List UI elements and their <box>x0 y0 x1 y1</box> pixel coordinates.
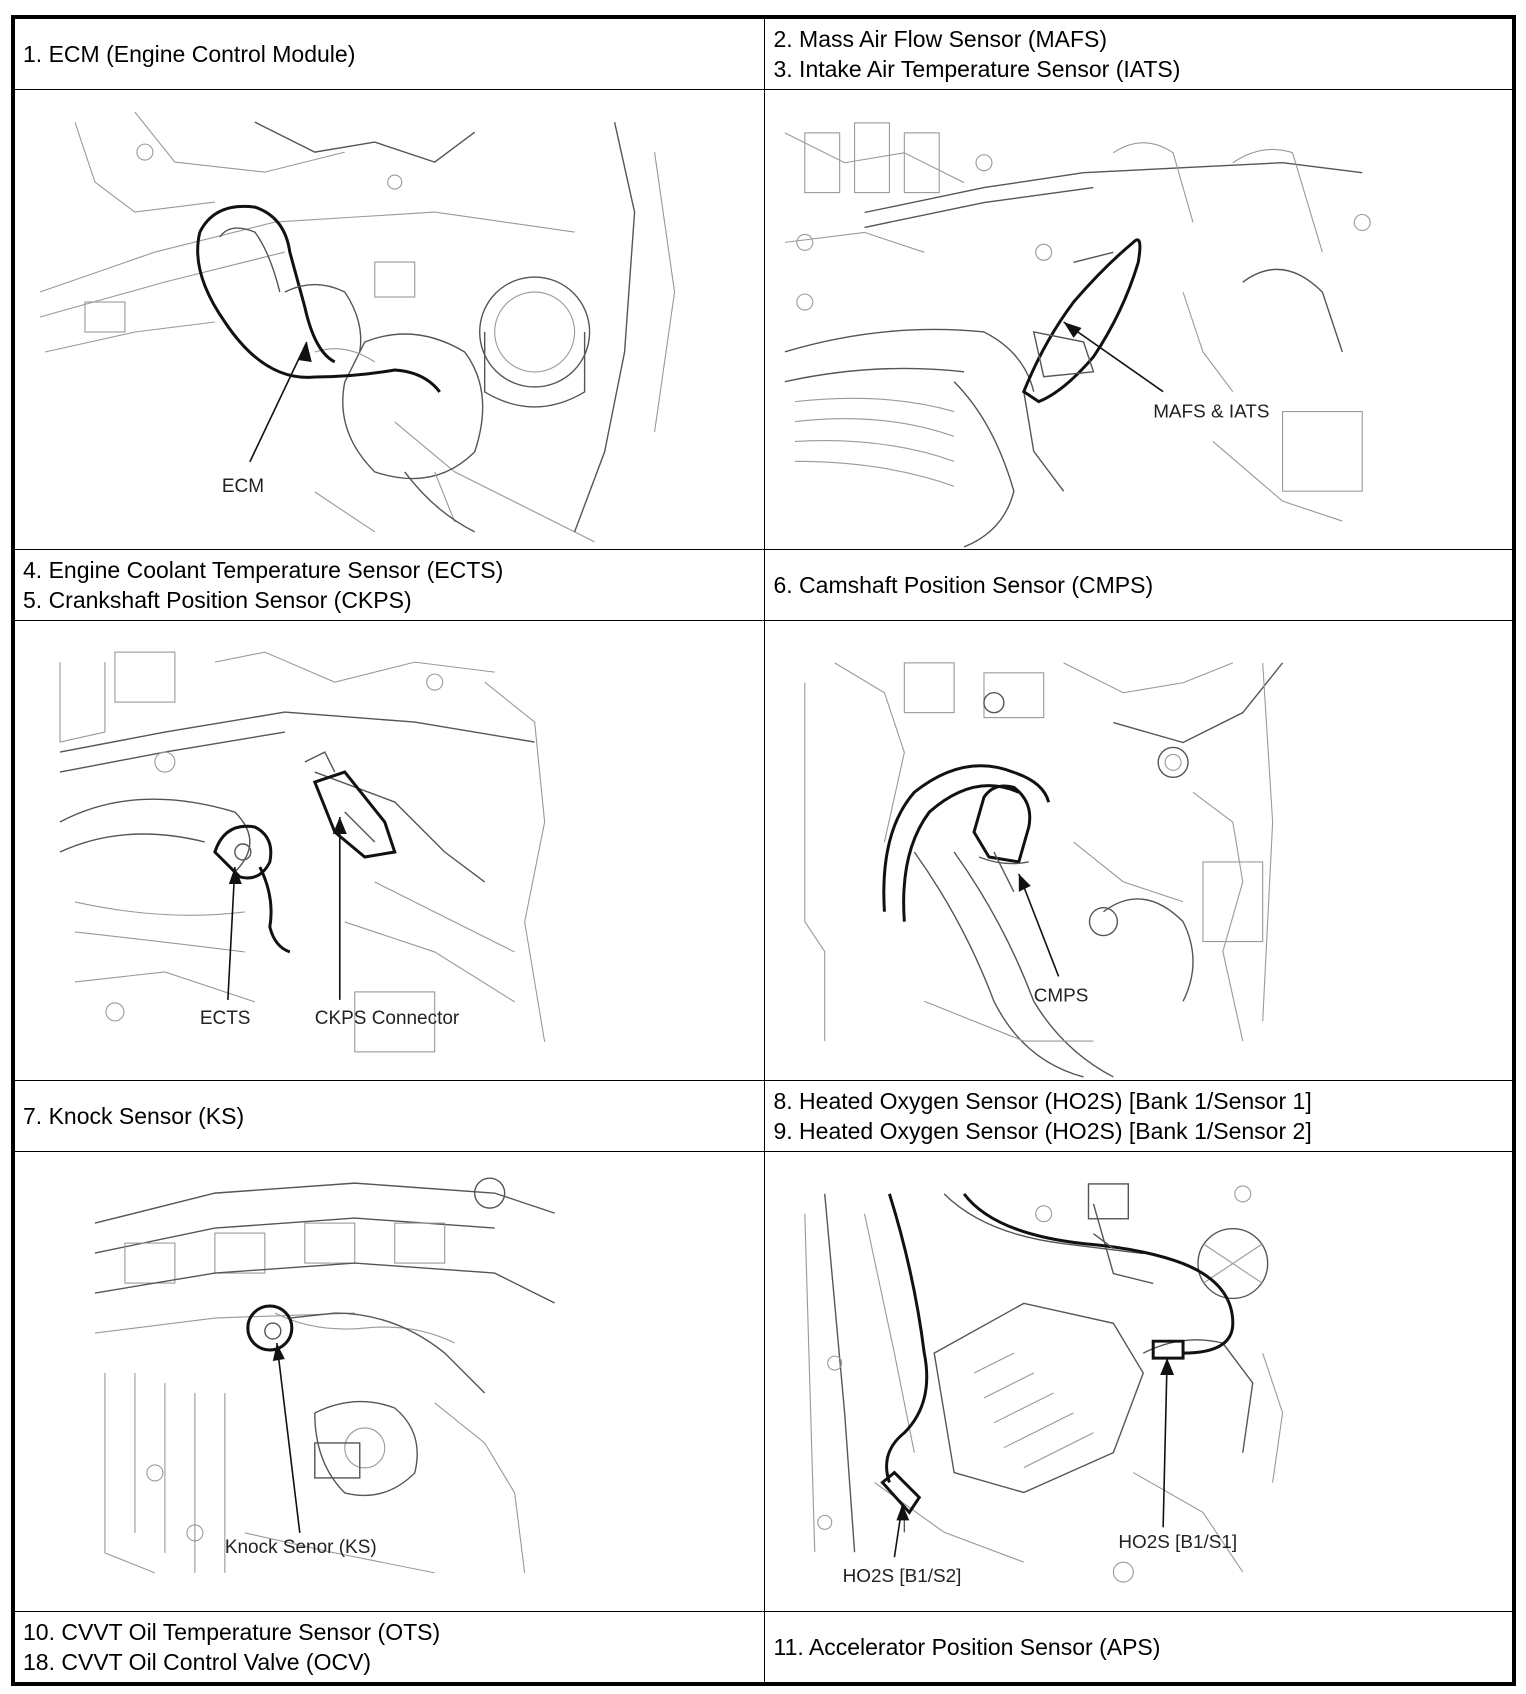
callout-knock-sensor: Knock Senor (KS) <box>225 1537 377 1558</box>
knock-sensor-illustration: Knock Senor (KS) <box>94 1177 555 1574</box>
section-header-ecm: 1. ECM (Engine Control Module) <box>13 17 766 91</box>
mafs-iats-sensor <box>1022 237 1142 403</box>
section-header-ots-ocv: 10. CVVT Oil Temperature Sensor (OTS) 18… <box>13 1610 766 1684</box>
header-line: 5. Crankshaft Position Sensor (CKPS) <box>23 587 412 614</box>
engine-bay-lines <box>59 652 546 1053</box>
header-line: 9. Heated Oxygen Sensor (HO2S) [Bank 1/S… <box>773 1117 1312 1144</box>
figure-ecm: ECM <box>13 89 766 550</box>
header-line: 4. Engine Coolant Temperature Sensor (EC… <box>23 557 504 584</box>
figure-ho2s: HO2S [B1/S2] HO2S [B1/S1] <box>764 1151 1513 1612</box>
callout-ho2s-b1s1: HO2S [B1/S1] <box>1119 1533 1238 1554</box>
section-header-ects-ckps: 4. Engine Coolant Temperature Sensor (EC… <box>13 548 766 622</box>
cmps-illustration: CMPS <box>804 662 1284 1079</box>
header-line: 11. Accelerator Position Sensor (APS) <box>773 1633 1161 1660</box>
callout-mafs-iats: MAFS & IATS <box>1154 401 1270 422</box>
engine-bay-lines <box>785 121 1372 548</box>
ects-ckps-illustration: ECTS CKPS Connector <box>59 652 546 1053</box>
callout-cmps: CMPS <box>1034 986 1089 1007</box>
header-line: 18. CVVT Oil Control Valve (OCV) <box>23 1648 372 1675</box>
ects-sensor <box>213 825 291 954</box>
section-header-ks: 7. Knock Sensor (KS) <box>13 1079 766 1153</box>
sensor-location-sheet: 1. ECM (Engine Control Module) 2. Mass A… <box>11 15 1516 1686</box>
ecm-outline <box>196 204 441 393</box>
callout-ects: ECTS <box>200 1008 251 1029</box>
figure-mafs-iats: MAFS & IATS <box>764 89 1513 550</box>
figure-ects-ckps: ECTS CKPS Connector <box>13 620 766 1081</box>
knock-sensor <box>246 1304 486 1394</box>
header-line: 10. CVVT Oil Temperature Sensor (OTS) <box>23 1618 441 1645</box>
callout-ecm: ECM <box>222 475 264 496</box>
callout-ho2s-b1s2: HO2S [B1/S2] <box>843 1566 962 1587</box>
header-line: 1. ECM (Engine Control Module) <box>23 41 356 68</box>
section-header-aps: 11. Accelerator Position Sensor (APS) <box>764 1610 1513 1684</box>
ho2s-illustration: HO2S [B1/S2] HO2S [B1/S1] <box>804 1183 1284 1587</box>
sensor-location-table: 1. ECM (Engine Control Module) 2. Mass A… <box>13 17 1513 1684</box>
header-line: 8. Heated Oxygen Sensor (HO2S) [Bank 1/S… <box>773 1087 1312 1114</box>
engine-bay-lines <box>39 111 676 542</box>
ckps-connector <box>304 751 397 860</box>
engine-block-lines <box>94 1177 555 1574</box>
mafs-iats-illustration: MAFS & IATS <box>785 121 1372 548</box>
section-header-cmps: 6. Camshaft Position Sensor (CMPS) <box>764 548 1513 622</box>
header-line: 7. Knock Sensor (KS) <box>23 1102 245 1129</box>
cmps-sensor <box>882 764 1051 923</box>
engine-bay-lines <box>804 662 1284 1079</box>
ho2s-b1s2-sensor <box>880 1193 929 1533</box>
ho2s-b1s1-sensor <box>963 1193 1235 1360</box>
callout-ckps-connector: CKPS Connector <box>315 1008 459 1029</box>
exhaust-lines <box>804 1183 1284 1583</box>
figure-cmps: CMPS <box>764 620 1513 1081</box>
section-header-ho2s: 8. Heated Oxygen Sensor (HO2S) [Bank 1/S… <box>764 1079 1513 1153</box>
section-header-mafs-iats: 2. Mass Air Flow Sensor (MAFS) 3. Intake… <box>764 17 1513 91</box>
header-line: 2. Mass Air Flow Sensor (MAFS) <box>773 26 1108 53</box>
header-line: 6. Camshaft Position Sensor (CMPS) <box>773 572 1154 599</box>
figure-ks: Knock Senor (KS) <box>13 1151 766 1612</box>
header-line: 3. Intake Air Temperature Sensor (IATS) <box>773 56 1181 83</box>
ecm-illustration: ECM <box>39 111 676 542</box>
